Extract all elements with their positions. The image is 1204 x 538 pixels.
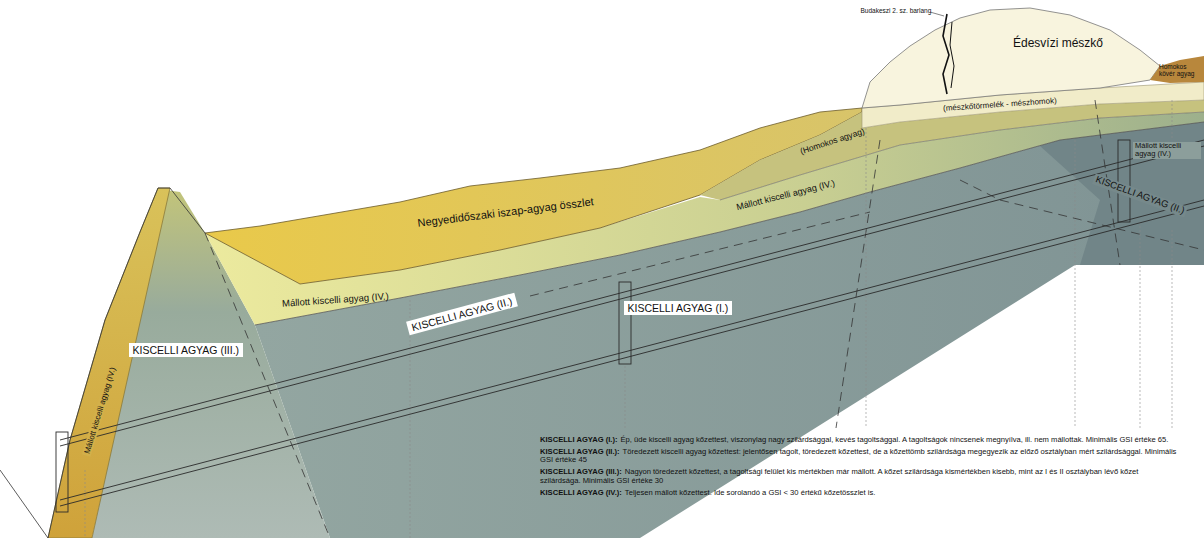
tunnel-line — [60, 206, 1204, 506]
layer-name: Mállott kiscelli agyag (IV.) — [735, 178, 836, 213]
survey-line — [866, 128, 867, 428]
note-text: Ép, üde kiscelli agyag kőzettest, viszon… — [540, 436, 1180, 445]
survey-line — [85, 470, 86, 538]
zone-name: KISCELLI AGYAG (I.) — [624, 301, 733, 315]
survey-line — [1172, 230, 1173, 428]
layer-name: (Homokos agyag) — [799, 127, 866, 157]
layer-name: Mállott kiscelli agyag (IV.) — [281, 291, 388, 309]
survey-line — [410, 300, 411, 538]
tunnel-line — [60, 140, 1204, 440]
zone-name: KISCELLI AGYAG (II.) — [406, 293, 518, 335]
dark-clay-zone — [1040, 122, 1204, 265]
note-heading: KISCELLI AGYAG (III.): — [540, 468, 622, 477]
layer-line — [255, 122, 1204, 325]
shaft-box — [1118, 140, 1130, 222]
shaft-box — [619, 282, 631, 364]
layer-name: Mállott kiscelli agyag (IV.) — [1133, 142, 1201, 159]
limestone-hill — [862, 8, 1160, 108]
layer-name: Mállott kiscelli agyag (IV.) — [82, 364, 118, 457]
cave-shaft — [950, 22, 954, 88]
fault-dashed — [530, 212, 870, 296]
surface-line — [0, 188, 205, 538]
zone-name: KISCELLI AGYAG (III.) — [129, 343, 244, 357]
strata — [48, 8, 1204, 538]
layer-name: Homokos kövér agyag — [1159, 63, 1201, 78]
weathered-strip — [48, 188, 170, 538]
survey-line — [1075, 140, 1076, 428]
layer-name: Negyedidőszaki iszap-agyag összlet — [416, 195, 594, 229]
cave-shaft — [943, 14, 949, 94]
note-heading: KISCELLI AGYAG (II.): — [540, 448, 620, 457]
tunnel — [56, 140, 1204, 512]
survey-line — [625, 366, 626, 428]
survey-line — [1172, 100, 1173, 140]
cave — [930, 12, 954, 94]
leader-line — [930, 12, 944, 16]
note-heading: KISCELLI AGYAG (IV.): — [540, 489, 622, 498]
zone-name: KISCELLI AGYAG (II.) — [1092, 173, 1188, 217]
quaternary-layer — [205, 108, 862, 284]
shaft-box — [56, 432, 68, 512]
note-text: Teljesen mállott kőzettest. Ide soroland… — [540, 489, 1180, 498]
note-heading: KISCELLI AGYAG (I.): — [540, 436, 618, 445]
note-text: Nagyon töredezett kőzettest, a tagoltság… — [540, 468, 1180, 485]
tunnel-line — [60, 200, 1204, 500]
fault-dashed — [960, 180, 1000, 200]
tunnel-line — [60, 146, 1204, 446]
fault-dashed — [836, 140, 880, 428]
layer-name: (mészkőtörmelék - mészhomok) — [943, 96, 1057, 113]
survey-line — [1140, 222, 1141, 428]
layer-name: Édesvízi mészkő — [1013, 37, 1103, 51]
sandy-fat-clay — [1150, 56, 1204, 83]
note-text: Töredezett kiscelli agyag kőzettest: jel… — [540, 448, 1180, 465]
boundaries — [0, 100, 1204, 538]
cave-name: Budakeszi 2. sz. barlang — [861, 7, 932, 14]
